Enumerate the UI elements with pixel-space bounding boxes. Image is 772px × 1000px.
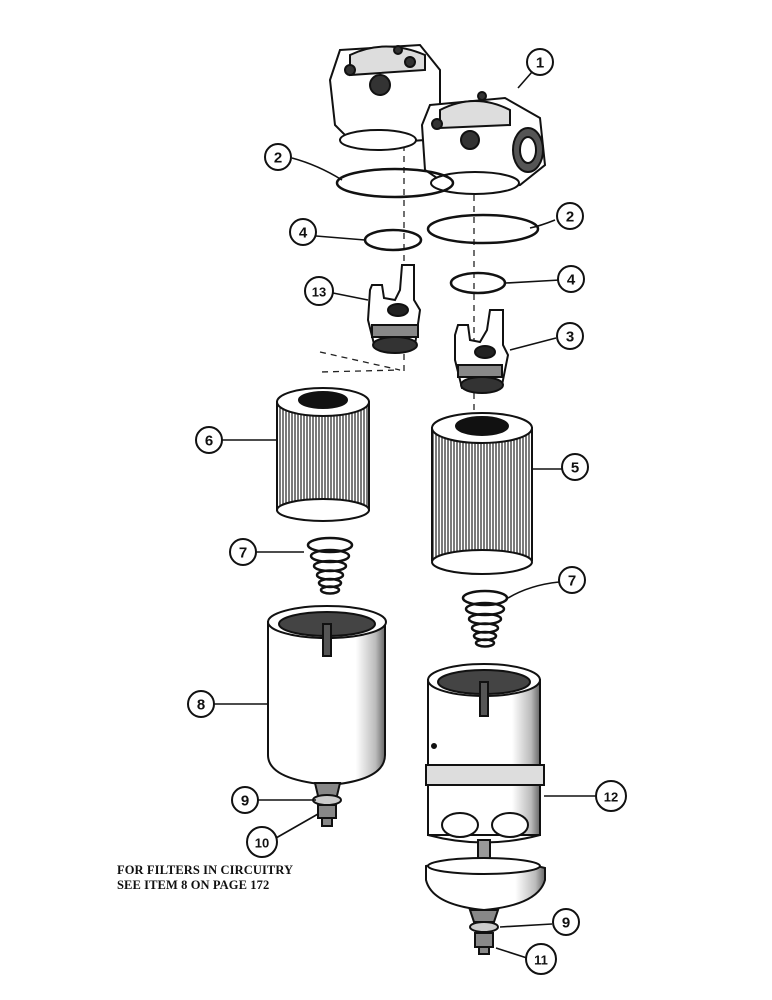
- callout-9-left-label: 9: [241, 793, 249, 810]
- callout-3-label: 3: [566, 329, 574, 346]
- callout-4-left: 4: [289, 218, 317, 246]
- drain-plug-right: [474, 932, 494, 955]
- drain-washer-right: [469, 921, 499, 933]
- callout-2-right: 2: [556, 202, 584, 230]
- relief-valve-left: [366, 264, 422, 354]
- drain-washer-left: [312, 794, 342, 806]
- callout-13: 13: [304, 276, 334, 306]
- o-ring-small-left: [363, 228, 423, 252]
- callout-11-label: 11: [534, 953, 548, 968]
- callout-1-label: 1: [536, 55, 544, 72]
- spring-left: [306, 536, 354, 595]
- callout-7-left: 7: [229, 538, 257, 566]
- filter-bowl-left: [267, 605, 387, 801]
- relief-valve-right: [454, 309, 510, 394]
- callout-4-right: 4: [557, 265, 585, 293]
- callout-5: 5: [561, 453, 589, 481]
- drain-plug-left: [317, 804, 337, 827]
- callout-9-left: 9: [231, 786, 259, 814]
- o-ring-large-right: [426, 213, 540, 245]
- callout-8-label: 8: [197, 697, 205, 714]
- filter-bowl-right: [425, 663, 545, 844]
- callout-6: 6: [195, 426, 223, 454]
- callout-4-right-label: 4: [567, 272, 576, 289]
- callout-12-label: 12: [604, 790, 618, 805]
- o-ring-small-right: [449, 271, 507, 295]
- circuitry-note-line-1: FOR FILTERS IN CIRCUITRY: [117, 863, 294, 877]
- callout-9-right-label: 9: [562, 915, 570, 932]
- callout-8: 8: [187, 690, 215, 718]
- callout-9-right: 9: [552, 908, 580, 936]
- callout-4-left-label: 4: [299, 225, 308, 242]
- callout-7-right: 7: [558, 566, 586, 594]
- circuitry-note: FOR FILTERS IN CIRCUITRY SEE ITEM 8 ON P…: [117, 863, 293, 893]
- callout-10-label: 10: [255, 836, 269, 851]
- o-ring-large-left: [335, 167, 455, 199]
- leader-lines: [214, 71, 597, 959]
- callout-12: 12: [595, 780, 627, 812]
- callout-3: 3: [556, 322, 584, 350]
- callout-7-left-label: 7: [239, 545, 247, 562]
- callout-10: 10: [246, 826, 278, 858]
- callout-7-right-label: 7: [568, 573, 576, 590]
- callout-1: 1: [526, 48, 554, 76]
- callout-5-label: 5: [571, 460, 579, 477]
- callout-2-left-label: 2: [274, 150, 282, 167]
- filter-element-left: [276, 387, 370, 522]
- callout-13-label: 13: [312, 285, 326, 300]
- callout-2-right-label: 2: [566, 209, 574, 226]
- spring-right: [461, 589, 509, 648]
- callout-11: 11: [525, 943, 557, 975]
- callout-2-left: 2: [264, 143, 292, 171]
- circuitry-note-line-2: SEE ITEM 8 ON PAGE 172: [117, 878, 270, 892]
- callout-6-label: 6: [205, 433, 213, 450]
- bowl-base-right: [425, 839, 546, 923]
- filter-head-left: [328, 43, 441, 151]
- filter-head-right: [420, 91, 547, 195]
- filter-element-right: [431, 412, 533, 575]
